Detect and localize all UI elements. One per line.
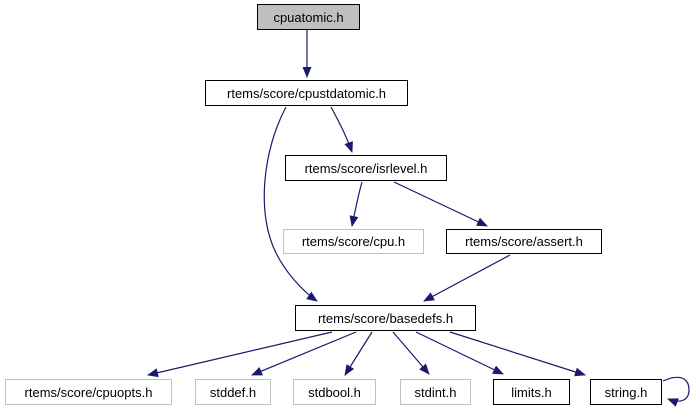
- edge-cpustdatomic-to-isrlevel: [330, 106, 353, 153]
- edge-string-self-loop: [662, 376, 690, 407]
- node-stdint: stdint.h: [400, 379, 471, 405]
- edge-isrlevel-to-assert: [393, 181, 488, 227]
- node-cpuopts: rtems/score/cpuopts.h: [5, 379, 172, 405]
- node-string[interactable]: string.h: [590, 379, 662, 405]
- edge-basedefs-to-limits: [415, 331, 504, 375]
- node-limits[interactable]: limits.h: [493, 379, 570, 405]
- edge-basedefs-to-cpuopts: [147, 331, 333, 378]
- edge-isrlevel-to-cpu: [349, 181, 363, 227]
- edge-cpustdatomic-to-basedefs: [263, 106, 318, 302]
- node-cpu: rtems/score/cpu.h: [283, 229, 424, 254]
- node-cpustdatomic[interactable]: rtems/score/cpustdatomic.h: [205, 80, 408, 106]
- node-basedefs[interactable]: rtems/score/basedefs.h: [295, 305, 476, 331]
- edge-basedefs-to-stdbool: [344, 331, 373, 376]
- node-stddef: stddef.h: [195, 379, 271, 405]
- node-stdbool: stdbool.h: [293, 379, 376, 405]
- node-assert[interactable]: rtems/score/assert.h: [446, 229, 602, 254]
- node-isrlevel[interactable]: rtems/score/isrlevel.h: [285, 155, 447, 181]
- edge-basedefs-to-stdint: [392, 331, 430, 375]
- edge-basedefs-to-string: [449, 331, 586, 377]
- edge-assert-to-basedefs: [423, 254, 511, 302]
- node-cpuatomic: cpuatomic.h: [257, 4, 360, 30]
- edge-basedefs-to-stddef: [251, 331, 357, 376]
